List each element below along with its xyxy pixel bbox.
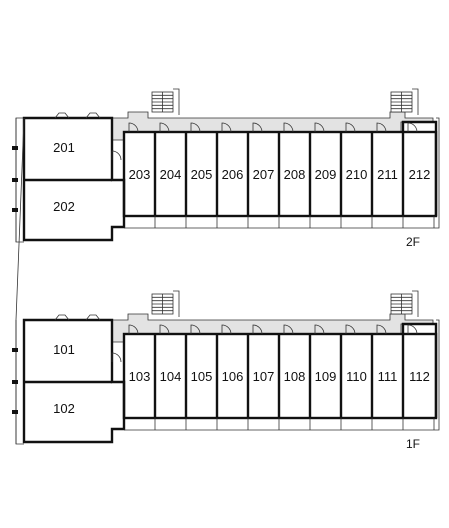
room-label-101: 101 (53, 342, 75, 357)
floor-label-2f: 2F (406, 235, 420, 249)
room-label-201: 201 (53, 140, 75, 155)
door-unit-211 (376, 122, 387, 133)
floor-1f: 101 102 103 104 105 106 107 108 109 110 111 112 1F (12, 117, 440, 451)
door-unit-207 (252, 122, 263, 133)
west-wall-mark-1 (12, 348, 18, 352)
bay-window-1 (54, 314, 70, 321)
door-unit-103 (128, 324, 139, 335)
west-wall-mark-1 (12, 146, 18, 150)
room-label-106: 106 (222, 369, 244, 384)
room-label-103: 103 (129, 369, 151, 384)
large-unit-block (22, 318, 126, 444)
west-wall-mark-3 (12, 410, 18, 414)
door-large-unit (111, 150, 122, 161)
floor-label-1f: 1F (406, 437, 420, 451)
door-unit-210 (345, 122, 356, 133)
stair-railing (173, 290, 180, 317)
door-unit-108 (283, 324, 294, 335)
door-unit-107 (252, 324, 263, 335)
room-label-202: 202 (53, 199, 75, 214)
door-unit-106 (221, 324, 232, 335)
door-unit-212 (407, 122, 418, 133)
door-unit-203 (128, 122, 139, 133)
room-label-107: 107 (253, 369, 275, 384)
room-label-206: 206 (222, 167, 244, 182)
room-label-203: 203 (129, 167, 151, 182)
door-unit-206 (221, 122, 232, 133)
stairs-east (390, 290, 419, 317)
room-label-104: 104 (160, 369, 182, 384)
bay-window-1 (54, 112, 70, 119)
room-label-207: 207 (253, 167, 275, 182)
west-wall-mark-2 (12, 178, 18, 182)
door-unit-208 (283, 122, 294, 133)
room-label-108: 108 (284, 369, 306, 384)
stair-railing (412, 290, 419, 317)
door-unit-205 (190, 122, 201, 133)
door-unit-104 (159, 324, 170, 335)
stairs-east (390, 88, 419, 115)
rear-balcony-line (124, 117, 440, 229)
door-large-unit (111, 352, 122, 363)
room-label-204: 204 (160, 167, 182, 182)
door-unit-111 (376, 324, 387, 335)
door-unit-105 (190, 324, 201, 335)
door-unit-204 (159, 122, 170, 133)
door-unit-112 (407, 324, 418, 335)
east-unit-wall (401, 120, 438, 216)
room-label-110: 110 (346, 369, 367, 384)
room-label-111: 111 (378, 369, 398, 384)
door-unit-109 (314, 324, 325, 335)
room-label-112: 112 (409, 369, 430, 384)
large-unit-block (22, 116, 126, 242)
room-label-211: 211 (377, 167, 398, 182)
room-label-210: 210 (346, 167, 368, 182)
room-label-109: 109 (315, 369, 337, 384)
room-label-105: 105 (191, 369, 213, 384)
door-unit-209 (314, 122, 325, 133)
west-wall-mark-3 (12, 208, 18, 212)
west-wall-mark-2 (12, 380, 18, 384)
east-unit-wall (401, 322, 438, 418)
rear-balcony-line (124, 319, 440, 431)
stair-railing (412, 88, 419, 115)
room-label-209: 209 (315, 167, 337, 182)
bay-window-2 (85, 314, 101, 321)
floor-2f: 201 202 203 204 205 206 207 208 209 210 211 212 2F (12, 88, 440, 249)
stair-railing (173, 88, 180, 115)
room-label-208: 208 (284, 167, 306, 182)
stairs-west (151, 290, 180, 317)
room-label-212: 212 (409, 167, 431, 182)
room-label-102: 102 (53, 401, 75, 416)
room-label-205: 205 (191, 167, 213, 182)
bay-window-2 (85, 112, 101, 119)
stairs-west (151, 88, 180, 115)
door-unit-110 (345, 324, 356, 335)
